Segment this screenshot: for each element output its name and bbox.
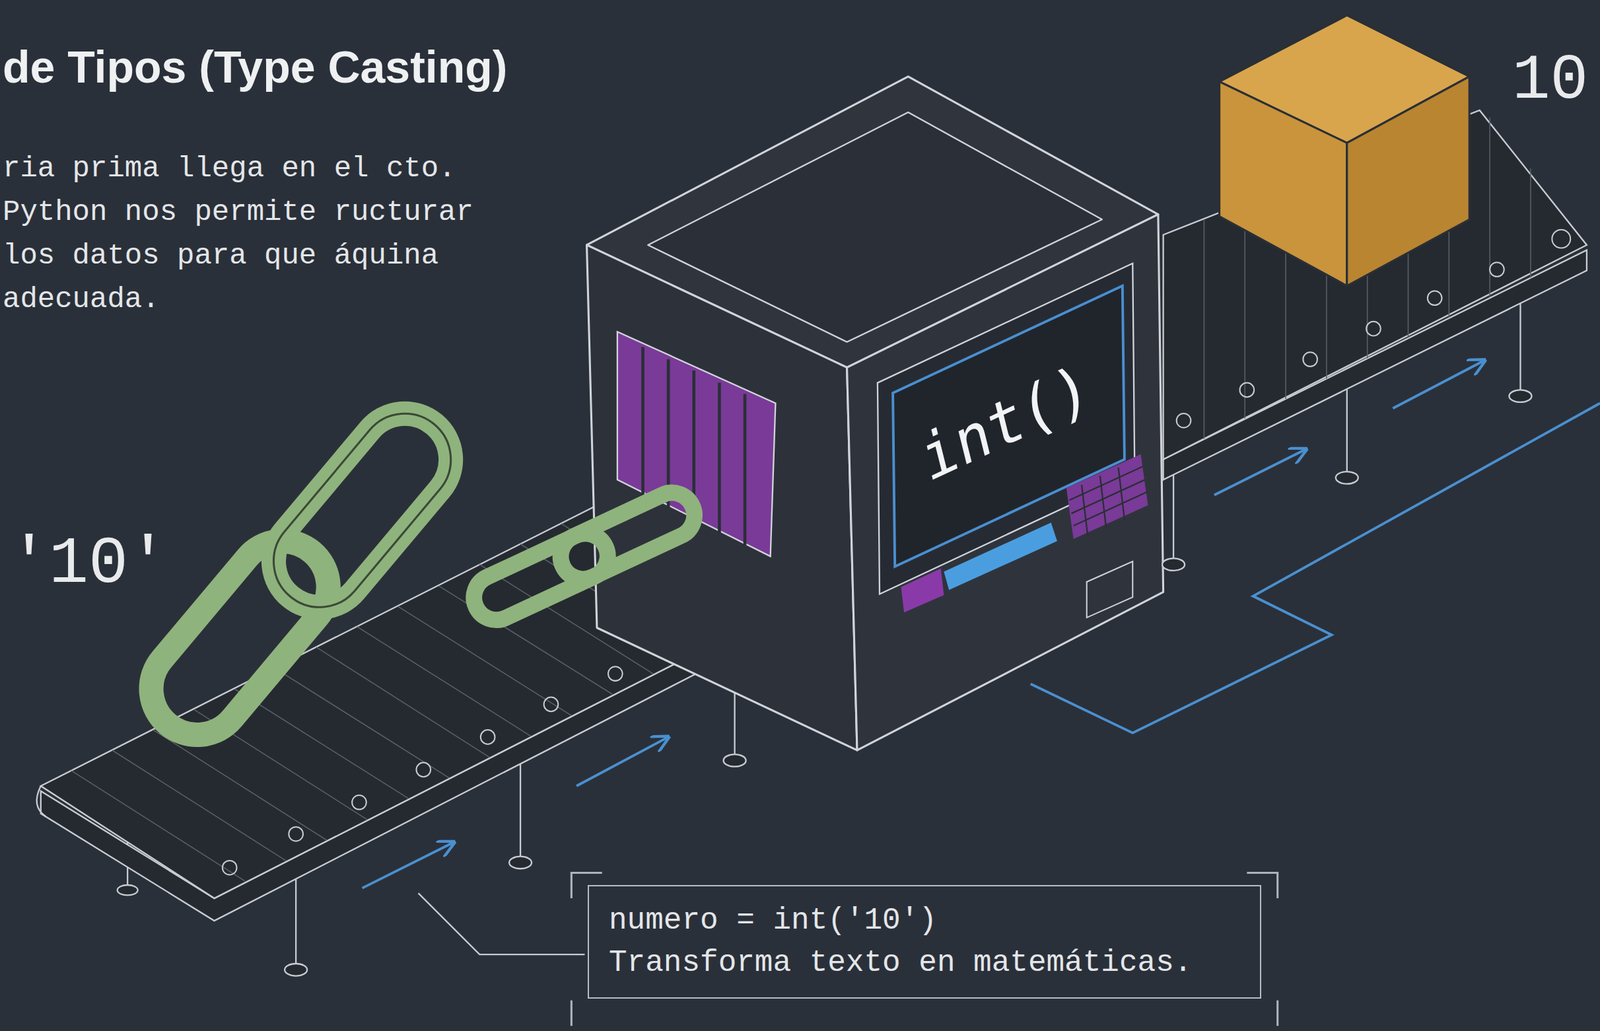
node-body: Transforma texto en matemáticas. <box>608 941 1241 984</box>
output-value: 10 <box>1512 46 1589 117</box>
node-text: numero = int('10') <box>608 899 1241 942</box>
title: de Tipos (Type Casting) <box>2 40 508 93</box>
code-callout: numero = int('10')Transforma texto en ma… <box>587 884 1262 999</box>
input-value: '10' <box>9 528 168 601</box>
intro-text: ria prima llega en el cto. Python nos pe… <box>2 146 512 321</box>
